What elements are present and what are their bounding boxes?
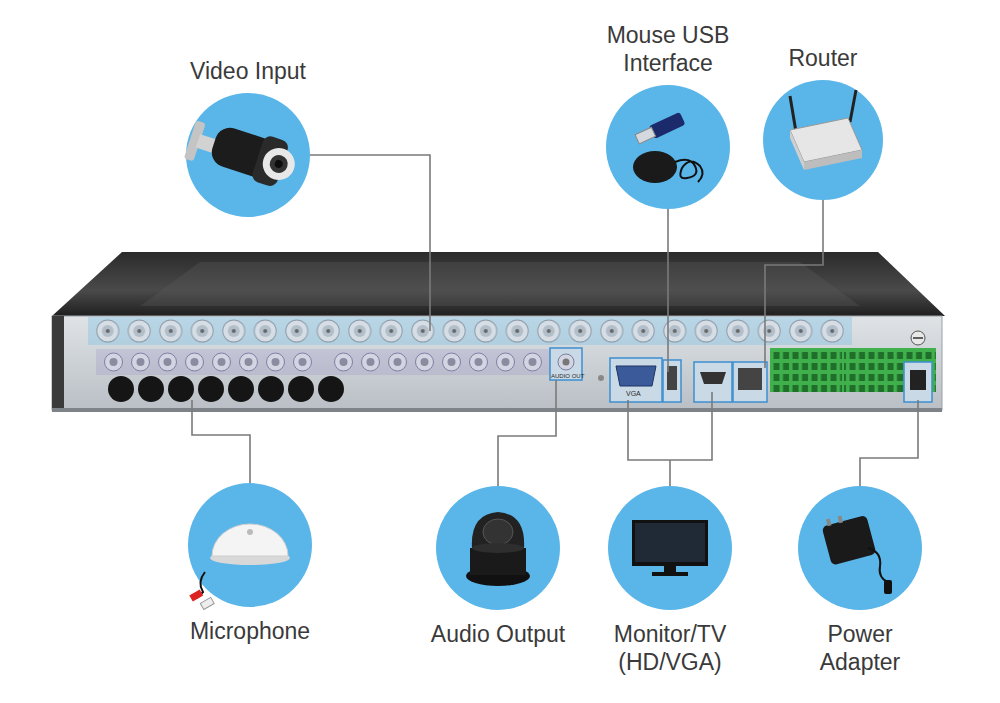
port-label: AUDIO OUT [551,373,584,379]
device-callout: Audio Output [436,486,560,610]
callout-label: Power Adapter [795,620,925,676]
dvr-rear-panel: AUDIO OUT VGA [52,316,942,410]
leader-line [192,410,250,483]
device-callout: Monitor/TV (HD/VGA) [608,486,732,610]
leader-line [310,155,430,316]
leader-line [667,209,669,316]
leader-line [860,410,918,486]
device-callout: Router [763,80,883,200]
device-callout: Microphone [188,483,312,607]
leader-line [765,200,823,316]
leader-line [498,410,556,486]
leader-line [628,410,712,486]
port-label: VGA [626,390,641,397]
device-callout: Mouse USB Interface [606,85,730,209]
callout-label: Router [743,44,903,72]
callout-label: Mouse USB Interface [588,21,748,77]
callout-label: Microphone [150,617,350,645]
callout-label: Monitor/TV (HD/VGA) [595,620,745,676]
callout-label: Video Input [148,57,348,85]
callout-label: Audio Output [398,620,598,648]
device-callout: Video Input [186,93,310,217]
device-callout: Power Adapter [798,486,922,610]
